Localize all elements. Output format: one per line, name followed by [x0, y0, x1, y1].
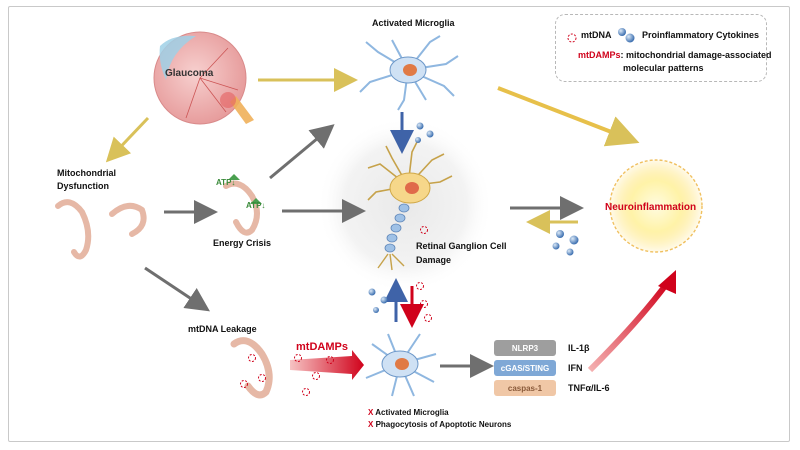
legend-cytokines-label: Proinflammatory Cytokines	[642, 30, 760, 40]
pathway-cgas-sting-output: IFN	[568, 363, 583, 373]
x-mark-1: X	[368, 408, 374, 417]
activated-microglia-top-label: Activated Microglia	[372, 18, 455, 28]
arrow-curve-head	[658, 270, 676, 294]
mito-leak-illustration	[230, 337, 273, 399]
arrow-mito-to-leakage	[144, 266, 210, 312]
arrow-energy-to-microglia	[269, 124, 335, 180]
neuroinflammation-label: Neuroinflammation	[605, 202, 697, 213]
mtdna-fragments	[240, 33, 577, 396]
bottom-note-2: X Phagocytosis of Apoptotic Neurons	[368, 420, 511, 429]
atp-label-1: ATP↓	[216, 178, 236, 187]
pathway-cgas-sting-pill: cGAS/STING	[494, 360, 556, 376]
arrow-glaucoma-to-mito	[105, 116, 150, 163]
rgc-damage-line1: Retinal Ganglion Cell	[416, 241, 507, 251]
legend-mtdna-label: mtDNA	[581, 30, 612, 40]
legend-mtdamps-definition-2: molecular patterns	[623, 63, 704, 73]
legend-box	[555, 14, 767, 82]
atp-icons	[228, 174, 262, 204]
legend-mtdamps-row: mtDAMPs: mitochondrial damage-associated	[578, 50, 772, 60]
rgc-neuron-illustration	[367, 139, 453, 271]
arrow-mtdamps	[290, 350, 364, 380]
neuroinflammation-outline	[609, 159, 703, 253]
mtdna-leakage-label: mtDNA Leakage	[188, 324, 257, 334]
note-activated-microglia: Activated Microglia	[375, 408, 449, 417]
glaucoma-label: Glaucoma	[165, 68, 214, 79]
mito-dysfunction-line2: Dysfunction	[57, 181, 110, 191]
rgc-damage-line2: Damage	[416, 255, 452, 265]
glaucoma-eye-illustration	[153, 31, 254, 125]
pathway-nlrp3-pill: NLRP3	[494, 340, 556, 356]
rgc-damage-label: Retinal Ganglion Cell Damage	[416, 241, 507, 265]
legend-mtdamps-definition: : mitochondrial damage-associated	[620, 50, 772, 60]
cytokine-balls	[368, 28, 635, 313]
mtdamps-arrow-label: mtDAMPs	[296, 341, 348, 353]
energy-crisis-label: Energy Crisis	[213, 238, 272, 248]
arrow-pathways-to-neuroinflammation	[587, 280, 671, 373]
x-mark-2: X	[368, 420, 374, 429]
neuroinflammation-glow	[610, 160, 702, 252]
arrows	[105, 68, 676, 380]
mito-dysfunction-label: Mitochondrial Dysfunction	[57, 168, 116, 191]
bottom-note-1: X Activated Microglia	[368, 408, 449, 417]
mito-dysfunction-line1: Mitochondrial	[57, 168, 116, 178]
pathway-nlrp3-output: IL-1β	[568, 343, 590, 353]
pathway-caspase-pill: caspas-1	[494, 380, 556, 396]
legend-mtdamps-term: mtDAMPs	[578, 50, 621, 60]
atp-label-2: ATP↓	[246, 201, 266, 210]
arrow-microglia-to-neuroinflammation	[497, 86, 640, 147]
figure-frame	[8, 6, 790, 442]
note-phagocytosis: Phagocytosis of Apoptotic Neurons	[375, 420, 512, 429]
pathway-caspase-output: TNFα/IL-6	[568, 383, 610, 393]
mitochondria-illustration	[55, 180, 260, 260]
microglia-bottom-illustration	[365, 333, 437, 397]
microglia-top-illustration	[359, 35, 459, 111]
